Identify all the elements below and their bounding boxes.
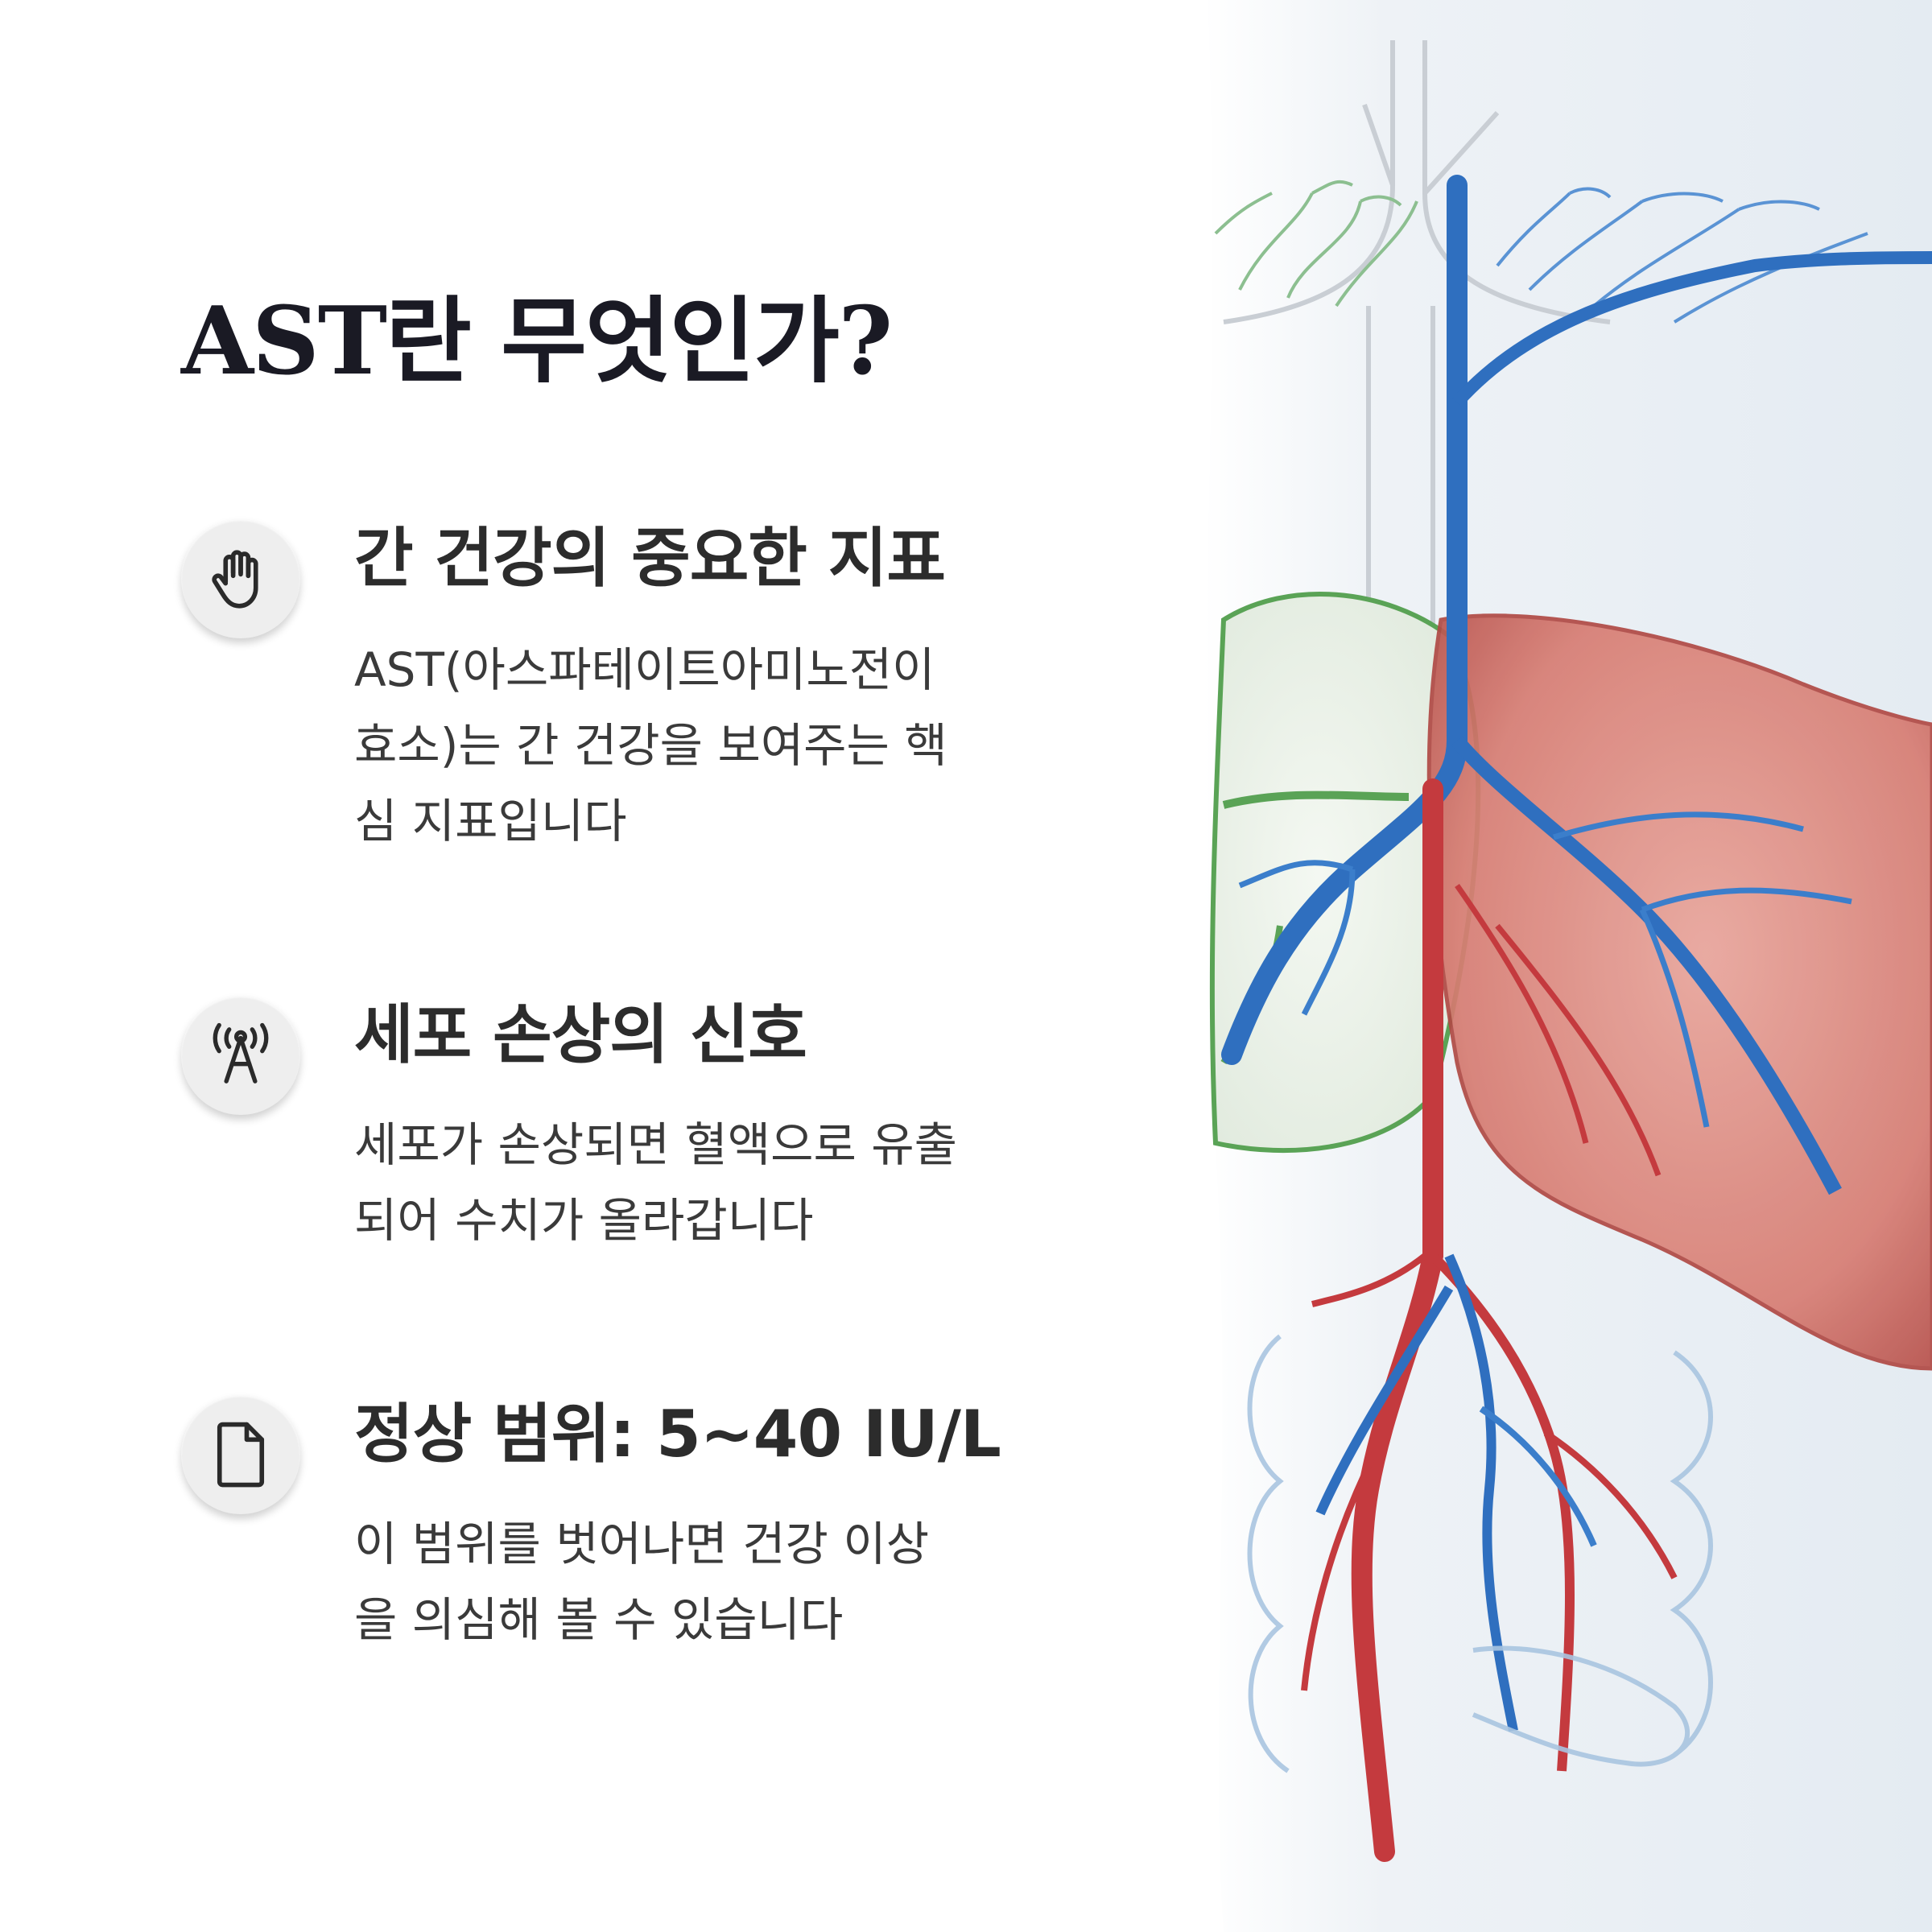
liver-anatomy-illustration: [1203, 0, 1932, 1932]
item-description: 세포가 손상되면 혈액으로 유출 되어 수치가 올라갑니다: [354, 1117, 957, 1248]
item-heading: 정상 범위: 5~40 IU/L: [354, 1397, 1001, 1472]
document-icon: [181, 1395, 300, 1514]
item-heading: 간 건강의 중요한 지표: [354, 521, 946, 596]
hand-icon: [181, 519, 300, 638]
signal-tower-icon: [181, 996, 300, 1115]
item-description: AST(아스파테이트아미노전이 효소)는 간 건강을 보여주는 핵 심 지표입니…: [354, 642, 947, 848]
item-heading: 세포 손상의 신호: [354, 997, 807, 1072]
item-description: 이 범위를 벗어나면 건강 이상 을 의심해 볼 수 있습니다: [354, 1517, 930, 1647]
page-title: AST란 무엇인가?: [181, 287, 893, 396]
